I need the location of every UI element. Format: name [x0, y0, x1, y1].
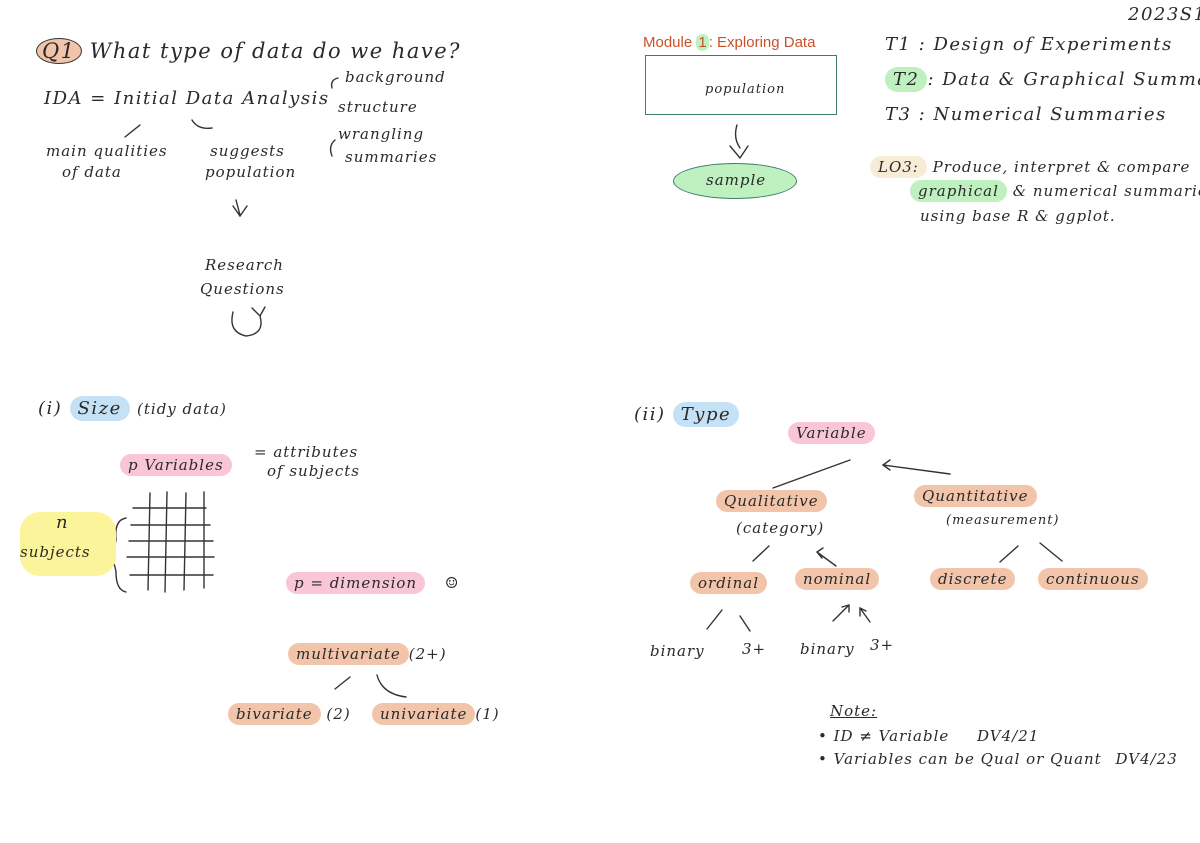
- dimension-label: p = dimension: [286, 572, 426, 594]
- note-line2-text: • Variables can be Qual or Quant: [818, 750, 1102, 768]
- continuous-label: continuous: [1038, 568, 1148, 590]
- continuous-node: continuous: [1038, 568, 1148, 590]
- qualities-line2: of data: [62, 163, 122, 181]
- nominal-node: nominal: [795, 568, 880, 590]
- suggests-line1: suggests: [210, 142, 285, 160]
- q1-heading: Q1 What type of data do we have?: [36, 38, 461, 64]
- nominal-binary: binary: [800, 640, 855, 658]
- subjects-label: subjects: [20, 543, 91, 561]
- quantitative-label: Quantitative: [914, 485, 1037, 507]
- measurement-label: (measurement): [946, 513, 1060, 528]
- attributes-line1: = attributes: [254, 443, 359, 461]
- multivariate-label: multivariate: [288, 643, 409, 665]
- topic-t2: T2: Data & Graphical Summaries: [885, 67, 1200, 92]
- lo3-graphical: graphical: [910, 180, 1007, 202]
- ida-item-summaries: summaries: [345, 148, 438, 166]
- module-title-number: 1: [696, 34, 709, 51]
- ida-item-background: background: [345, 68, 446, 86]
- quantitative-node: Quantitative: [914, 485, 1037, 507]
- size-heading: (i) Size (tidy data): [38, 396, 227, 421]
- univariate-label: univariate: [372, 703, 476, 725]
- size-suffix: (tidy data): [137, 400, 227, 418]
- note-line2: • Variables can be Qual or Quant DV4/23: [818, 750, 1178, 768]
- population-label: population: [705, 82, 786, 97]
- lo3-line3: using base R & ggplot.: [920, 207, 1116, 225]
- note-line1-text: • ID ≠ Variable: [818, 727, 950, 745]
- nominal-label: nominal: [795, 568, 880, 590]
- note-ref2: DV4/23: [1115, 750, 1178, 768]
- size-label: Size: [69, 396, 130, 421]
- nominal-three-plus: 3+: [870, 636, 895, 654]
- lo3-text2: & numerical summaries: [1012, 182, 1200, 200]
- bivariate-count: (2): [326, 705, 351, 723]
- research-line1: Research: [205, 256, 284, 274]
- type-label: Type: [672, 402, 740, 427]
- type-prefix: (ii): [634, 404, 666, 425]
- bivariate: bivariate (2): [228, 703, 351, 725]
- note-ref1: DV4/21: [977, 727, 1040, 745]
- topic-t2-code: T2: [885, 67, 928, 92]
- ida-line: IDA = Initial Data Analysis: [44, 88, 330, 109]
- population-box: [645, 55, 837, 115]
- suggests-line2: population: [205, 163, 297, 181]
- research-line2: Questions: [200, 280, 285, 298]
- sample-label: sample: [706, 171, 767, 189]
- smiley: ☺: [444, 574, 460, 592]
- q1-number: Q1: [36, 38, 82, 64]
- lo3-line1: LO3: Produce, interpret & compare: [870, 156, 1191, 178]
- n-label: n: [56, 512, 70, 533]
- lo3-code: LO3:: [870, 156, 927, 178]
- attributes-line2: of subjects: [267, 462, 360, 480]
- univariate: univariate(1): [372, 703, 500, 725]
- lo3-text1: Produce, interpret & compare: [932, 158, 1191, 176]
- multivariate: multivariate(2+): [288, 643, 447, 665]
- topic-t2-text: : Data & Graphical Summaries: [927, 69, 1200, 90]
- note-line1: • ID ≠ Variable DV4/21: [818, 727, 1039, 745]
- category-label: (category): [736, 519, 825, 537]
- ordinal-binary: binary: [650, 642, 705, 660]
- lo3-line2: graphical & numerical summaries: [910, 180, 1200, 202]
- dimension: p = dimension ☺: [286, 572, 460, 594]
- p-variables-label: p Variables: [120, 454, 232, 476]
- module-title-suffix: : Exploring Data: [708, 34, 816, 51]
- univariate-count: (1): [475, 705, 500, 723]
- qualities-line1: main qualities: [46, 142, 168, 160]
- bivariate-label: bivariate: [228, 703, 321, 725]
- note-title: Note:: [830, 702, 878, 720]
- qualitative-node: Qualitative: [716, 490, 827, 512]
- page-id: 2023S1: [1128, 4, 1200, 25]
- qualitative-label: Qualitative: [716, 490, 827, 512]
- ordinal-three-plus: 3+: [742, 640, 767, 658]
- module-title-prefix: Module: [643, 34, 697, 51]
- variable-node: Variable: [788, 422, 875, 444]
- module-title: Module 1: Exploring Data: [643, 34, 815, 51]
- discrete-label: discrete: [930, 568, 1016, 590]
- ida-item-wrangling: wrangling: [338, 125, 425, 143]
- discrete-node: discrete: [930, 568, 1016, 590]
- ordinal-label: ordinal: [690, 572, 768, 594]
- variable-label: Variable: [788, 422, 875, 444]
- subjects-highlight: [20, 512, 116, 576]
- ordinal-node: ordinal: [690, 572, 768, 594]
- q1-question: What type of data do we have?: [89, 39, 461, 63]
- multivariate-count: (2+): [408, 645, 447, 663]
- p-variables: p Variables: [120, 454, 232, 476]
- ida-item-structure: structure: [338, 98, 418, 116]
- sample-oval: [673, 163, 797, 199]
- type-heading: (ii) Type: [634, 402, 740, 427]
- topic-t1: T1 : Design of Experiments: [885, 34, 1173, 55]
- size-prefix: (i): [38, 398, 63, 419]
- topic-t3: T3 : Numerical Summaries: [885, 104, 1167, 125]
